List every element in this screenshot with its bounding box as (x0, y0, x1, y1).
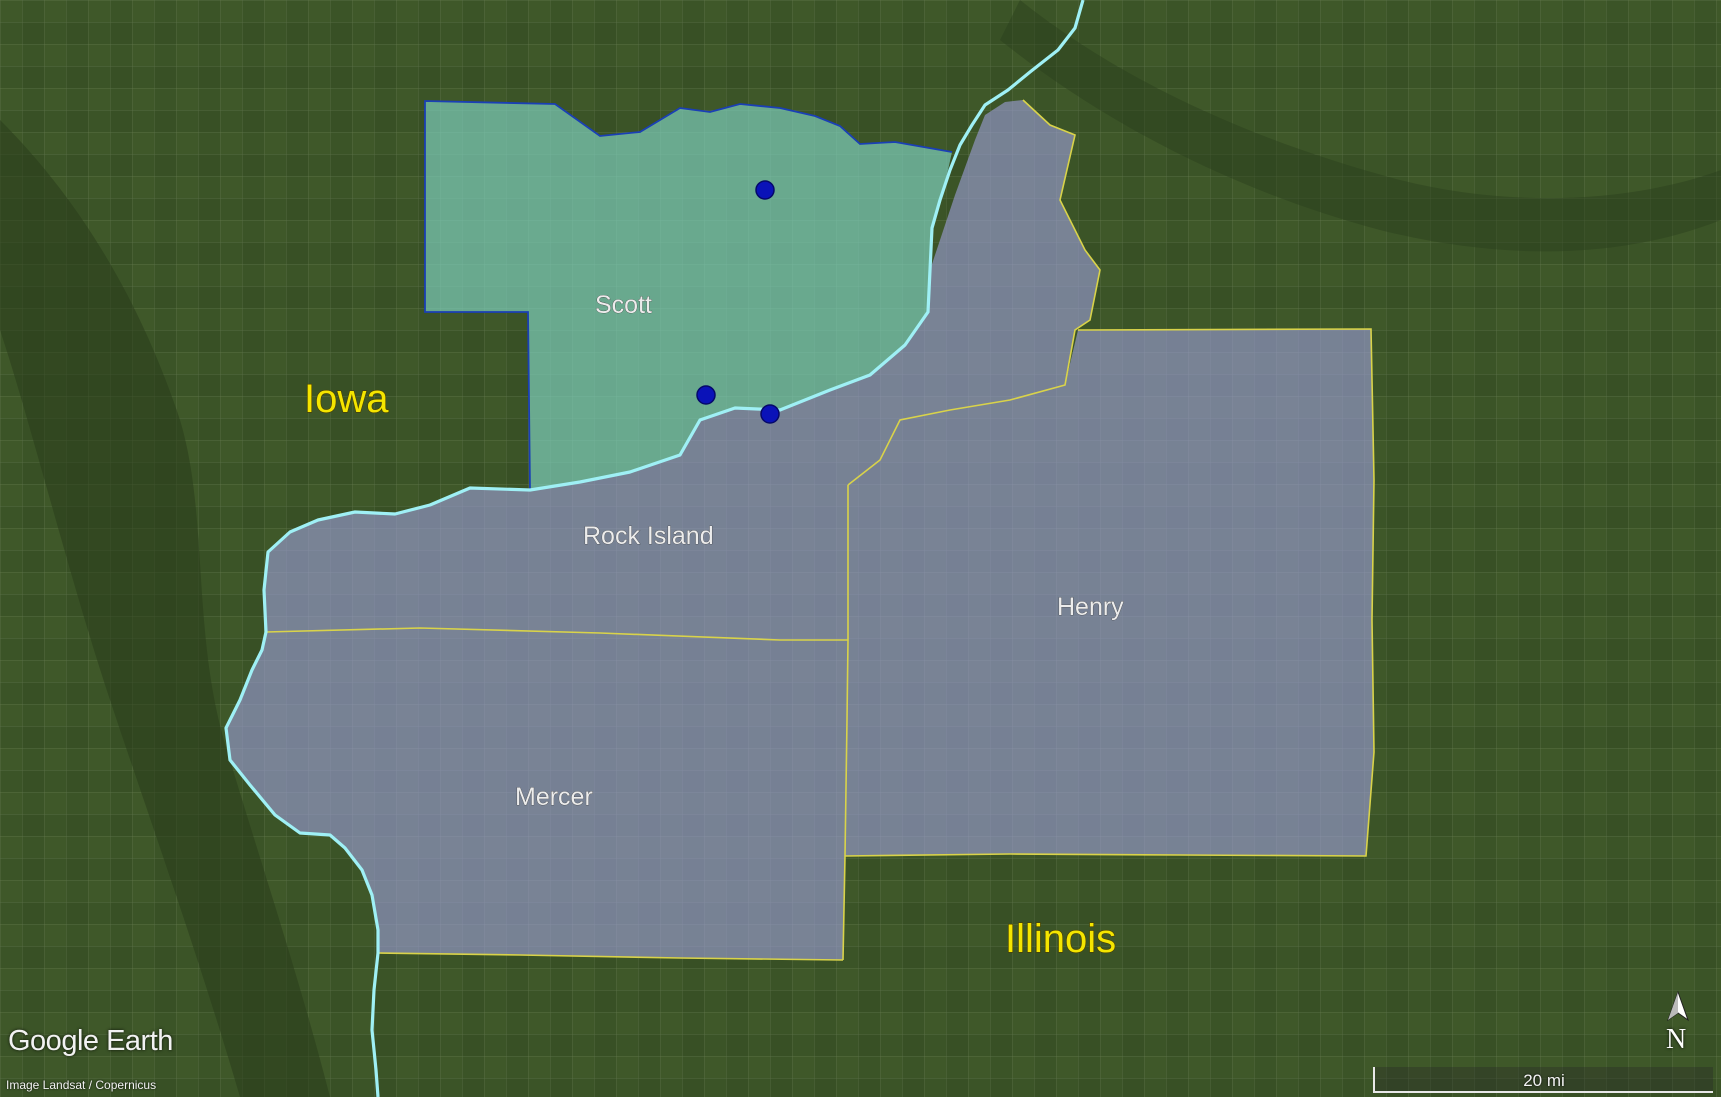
county-label-rock-island: Rock Island (583, 522, 714, 550)
county-label-scott: Scott (595, 291, 652, 319)
state-label-iowa: Iowa (304, 377, 389, 421)
state-label-illinois: Illinois (1005, 917, 1116, 961)
county-border-mercer-south (377, 952, 844, 961)
mercer-county-area[interactable] (226, 628, 848, 960)
terrain-valley-east (1000, 0, 1721, 252)
north-label: N (1666, 1024, 1687, 1055)
north-arrow-icon (1667, 990, 1689, 1022)
county-border-rock-island-henry (847, 99, 1101, 486)
county-border-henry-west (842, 485, 849, 961)
location-marker[interactable] (696, 385, 716, 405)
county-label-henry: Henry (1057, 593, 1124, 621)
rock-island-county-area[interactable] (264, 100, 1100, 640)
google-earth-logo: Google Earth (8, 1025, 173, 1057)
terrain-valley-west (0, 120, 330, 1097)
scale-bar: 20 mi (1373, 1067, 1713, 1093)
county-border-henry (844, 328, 1375, 857)
imagery-attribution: Image Landsat / Copernicus (6, 1078, 157, 1092)
location-marker[interactable] (760, 404, 780, 424)
location-marker[interactable] (755, 180, 775, 200)
mississippi-river (224, 0, 1085, 1097)
county-border-mercer-north (265, 627, 848, 641)
scott-county-border (424, 100, 953, 491)
scale-label: 20 mi (1523, 1071, 1565, 1090)
county-label-mercer: Mercer (515, 783, 593, 811)
henry-county-area[interactable] (845, 329, 1374, 856)
